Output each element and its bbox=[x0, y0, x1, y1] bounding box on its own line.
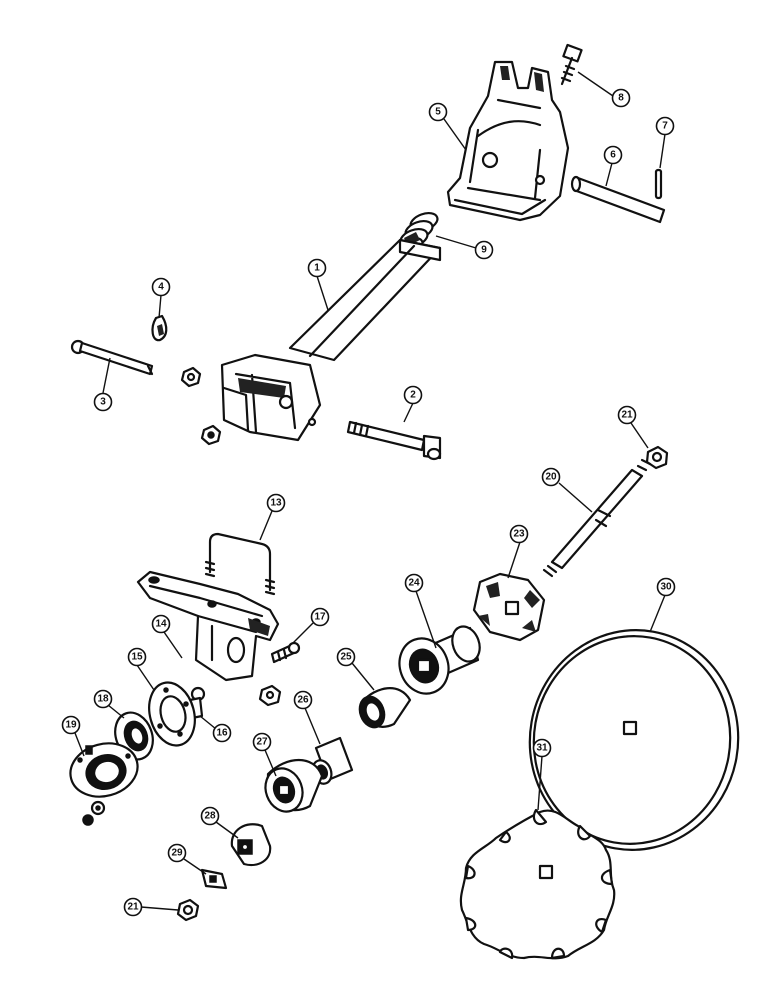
callout-27-label: 27 bbox=[256, 737, 268, 748]
callout-28-label: 28 bbox=[204, 811, 216, 822]
callout-24-label: 24 bbox=[408, 578, 420, 589]
part-25-cone bbox=[358, 687, 412, 729]
part-nut-mid bbox=[258, 684, 282, 707]
callout-2-label: 2 bbox=[410, 390, 416, 401]
callout-14-label: 14 bbox=[155, 619, 167, 630]
part-8-bolt bbox=[560, 43, 583, 86]
callout-4-label: 4 bbox=[158, 282, 164, 293]
callout-8: 8 bbox=[611, 88, 631, 108]
callout-2: 2 bbox=[403, 385, 423, 405]
part-18-bearing bbox=[114, 711, 154, 761]
callout-5: 5 bbox=[428, 102, 448, 122]
callout-27: 27 bbox=[252, 732, 272, 752]
callout-13: 13 bbox=[266, 493, 286, 513]
part-29-clip bbox=[200, 868, 228, 890]
callout-7: 7 bbox=[655, 116, 675, 136]
callout-31: 31 bbox=[532, 738, 552, 758]
callout-17: 17 bbox=[310, 607, 330, 627]
part-grease-fitting bbox=[85, 745, 93, 755]
callout-19-label: 19 bbox=[65, 720, 77, 731]
callout-30: 30 bbox=[656, 577, 676, 597]
part-6-pin bbox=[570, 175, 666, 224]
callout-21-upper: 21 bbox=[617, 405, 637, 425]
callout-6-label: 6 bbox=[610, 150, 616, 161]
callout-21-lower-label: 21 bbox=[127, 902, 139, 913]
callout-19: 19 bbox=[61, 715, 81, 735]
part-19-housing bbox=[69, 742, 139, 798]
part-nut-upper bbox=[180, 366, 202, 388]
callout-6: 6 bbox=[603, 145, 623, 165]
callout-18: 18 bbox=[93, 689, 113, 709]
callout-28: 28 bbox=[200, 806, 220, 826]
callout-14: 14 bbox=[151, 614, 171, 634]
callout-1: 1 bbox=[307, 258, 327, 278]
callout-1-label: 1 bbox=[314, 263, 320, 274]
callout-8-label: 8 bbox=[618, 93, 624, 104]
part-small-nut-a bbox=[90, 800, 106, 816]
callout-29: 29 bbox=[167, 843, 187, 863]
callout-31-label: 31 bbox=[536, 743, 548, 754]
callout-21-upper-label: 21 bbox=[621, 410, 633, 421]
callout-5-label: 5 bbox=[435, 107, 441, 118]
part-nut-lower bbox=[200, 424, 222, 446]
callout-20: 20 bbox=[541, 467, 561, 487]
part-30-disc bbox=[528, 629, 740, 851]
part-13-ubolt bbox=[204, 532, 276, 596]
callout-7-label: 7 bbox=[662, 121, 668, 132]
part-20-axle bbox=[542, 458, 652, 578]
callout-20-label: 20 bbox=[545, 472, 557, 483]
callout-9-label: 9 bbox=[481, 245, 487, 256]
part-2-bolt bbox=[346, 420, 442, 461]
part-16-bolt bbox=[188, 686, 206, 720]
callout-16: 16 bbox=[212, 723, 232, 743]
callout-13-label: 13 bbox=[270, 498, 282, 509]
part-27-cone-hub bbox=[264, 759, 324, 813]
part-21-nut-upper bbox=[645, 445, 669, 470]
callout-25-label: 25 bbox=[340, 652, 352, 663]
callout-23: 23 bbox=[509, 524, 529, 544]
part-1-arm bbox=[220, 238, 442, 442]
part-31-notched-disc bbox=[459, 808, 616, 960]
callout-18-label: 18 bbox=[97, 694, 109, 705]
callout-29-label: 29 bbox=[171, 848, 183, 859]
callout-15: 15 bbox=[127, 647, 147, 667]
callout-21-lower: 21 bbox=[123, 897, 143, 917]
part-21-nut-lower bbox=[176, 898, 200, 922]
part-4-clip bbox=[151, 314, 168, 342]
callout-23-label: 23 bbox=[513, 529, 525, 540]
callout-3-label: 3 bbox=[100, 397, 106, 408]
part-small-nut-b bbox=[82, 814, 94, 826]
callout-26: 26 bbox=[293, 690, 313, 710]
callout-26-label: 26 bbox=[297, 695, 309, 706]
part-5-yoke-bracket bbox=[446, 60, 570, 222]
part-28-end-nut bbox=[230, 823, 272, 867]
callout-25: 25 bbox=[336, 647, 356, 667]
part-3-pin bbox=[70, 339, 154, 376]
part-14-bracket bbox=[136, 570, 280, 682]
callout-16-label: 16 bbox=[216, 728, 228, 739]
callout-3: 3 bbox=[93, 392, 113, 412]
part-24-spool bbox=[398, 625, 481, 695]
callout-17-label: 17 bbox=[314, 612, 326, 623]
part-17-bolt bbox=[270, 641, 301, 664]
callout-15-label: 15 bbox=[131, 652, 143, 663]
callout-24: 24 bbox=[404, 573, 424, 593]
callout-9: 9 bbox=[474, 240, 494, 260]
part-15-flange bbox=[148, 681, 196, 747]
leader-lines bbox=[74, 71, 666, 911]
callout-30-label: 30 bbox=[660, 582, 672, 593]
part-23-spacer bbox=[472, 572, 546, 642]
callout-4: 4 bbox=[151, 277, 171, 297]
part-7-cotter-pin bbox=[654, 168, 663, 200]
